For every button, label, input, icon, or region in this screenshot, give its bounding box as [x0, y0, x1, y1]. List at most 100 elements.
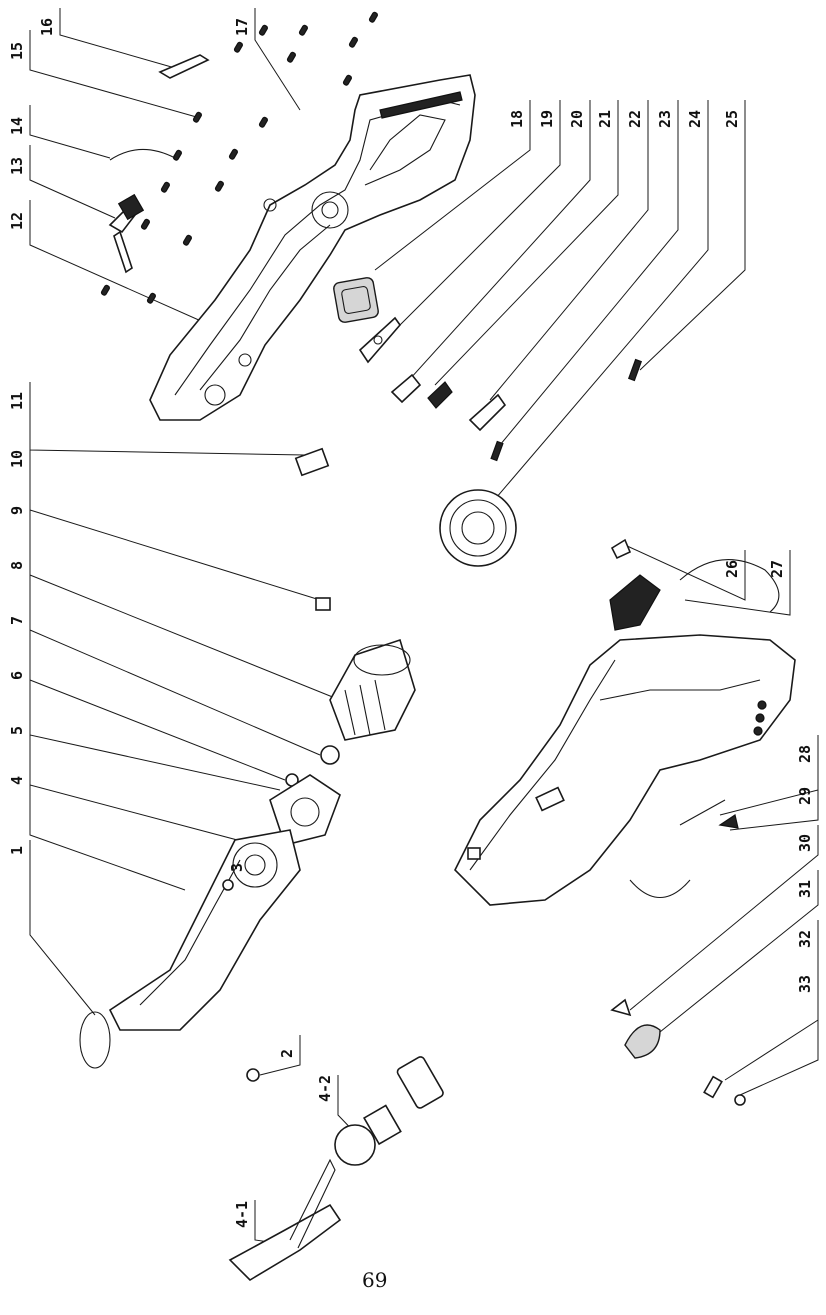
part-19 [358, 316, 402, 364]
part-33 [734, 1094, 746, 1106]
callout-18: 18 [508, 110, 526, 128]
leader-16 [59, 8, 176, 69]
callout-14: 14 [8, 117, 26, 135]
callout-8: 8 [8, 561, 26, 570]
part-9 [329, 638, 416, 741]
leader-13 [29, 145, 116, 219]
callout-27: 27 [768, 560, 786, 578]
part-25 [627, 358, 643, 382]
callout-7: 7 [8, 616, 26, 625]
part-28 [679, 799, 726, 826]
part-30 [610, 998, 632, 1017]
leader-17 [254, 8, 301, 111]
callout-3: 3 [228, 863, 246, 872]
callout-23: 23 [656, 110, 674, 128]
part-13 [108, 193, 145, 274]
callout-11: 11 [8, 392, 26, 410]
callout-13: 13 [8, 157, 26, 175]
assembled-loose-block-b [467, 847, 481, 860]
leader-20 [399, 100, 591, 391]
leader-4 [29, 770, 186, 891]
part-14 [109, 148, 176, 161]
callout-31: 31 [796, 880, 814, 898]
leader-5 [29, 720, 276, 851]
leader-15 [29, 30, 201, 119]
leader-6 [29, 665, 281, 791]
leader-18 [374, 100, 531, 271]
leader-23 [499, 100, 679, 446]
leader-30 [629, 825, 819, 1011]
leader-26 [624, 544, 746, 601]
leader-19 [384, 100, 561, 341]
part-22 [468, 393, 507, 432]
callout-32: 32 [796, 930, 814, 948]
callout-12: 12 [8, 212, 26, 230]
callout-2: 2 [278, 1049, 296, 1058]
leader-lines [29, 8, 819, 1246]
leader-11 [29, 382, 306, 456]
part-18 [333, 277, 379, 323]
callout-30: 30 [796, 834, 814, 852]
callout-21: 21 [596, 110, 614, 128]
callout-28: 28 [796, 745, 814, 763]
callout-labels: 1 2 3 4 4-1 4-2 5 6 7 8 9 10 11 12 13 14… [8, 18, 814, 1228]
assembled-tool [454, 634, 796, 906]
part-30-arc [629, 879, 691, 899]
part-21 [427, 381, 453, 409]
callout-19: 19 [538, 110, 556, 128]
leader-8 [29, 555, 321, 756]
leader-10 [29, 440, 321, 601]
callout-4-1: 4-1 [233, 1201, 251, 1228]
leader-2 [259, 1035, 301, 1076]
part-11 [294, 447, 330, 477]
part-32 [703, 1075, 723, 1099]
callout-26: 26 [723, 560, 741, 578]
leader-14 [29, 105, 111, 159]
screws [100, 11, 378, 304]
part-1 [79, 1011, 111, 1069]
leader-21 [434, 100, 619, 386]
leader-7 [29, 610, 286, 781]
part-24 [439, 489, 517, 567]
part-23 [490, 440, 504, 462]
page-number: 69 [362, 1268, 388, 1292]
callout-10: 10 [8, 450, 26, 468]
part-31 [624, 1024, 661, 1059]
part-10 [315, 597, 331, 611]
leader-22 [489, 100, 649, 401]
leader-1 [29, 840, 96, 1016]
callout-17: 17 [233, 18, 251, 36]
callout-16: 16 [38, 18, 56, 36]
callout-5: 5 [8, 726, 26, 735]
part-4 [108, 829, 301, 1031]
callout-9: 9 [8, 506, 26, 515]
housing-half [149, 74, 476, 421]
part-8 [320, 745, 340, 765]
leader-31 [649, 870, 819, 1041]
leader-9 [29, 500, 341, 701]
leader-27 [684, 550, 791, 616]
callout-4: 4 [8, 776, 26, 785]
callout-33: 33 [796, 975, 814, 993]
callout-20: 20 [568, 110, 586, 128]
leader-29 [729, 775, 819, 831]
part-2 [246, 1068, 260, 1082]
callout-1: 1 [8, 846, 26, 855]
callout-22: 22 [626, 110, 644, 128]
part-4-1 [228, 1158, 342, 1282]
assembled-loose-block-a [535, 786, 565, 812]
part-29 [718, 814, 739, 829]
part-16 [158, 54, 210, 79]
part-4-2 [334, 1056, 444, 1166]
leader-24 [489, 100, 709, 506]
callout-24: 24 [686, 110, 704, 128]
part-3 [222, 879, 234, 891]
callout-15: 15 [8, 42, 26, 60]
callout-6: 6 [8, 671, 26, 680]
part-27 [609, 559, 780, 631]
callout-4-2: 4-2 [316, 1075, 334, 1102]
callout-25: 25 [723, 110, 741, 128]
leader-25 [639, 100, 746, 371]
part-26 [610, 538, 632, 560]
